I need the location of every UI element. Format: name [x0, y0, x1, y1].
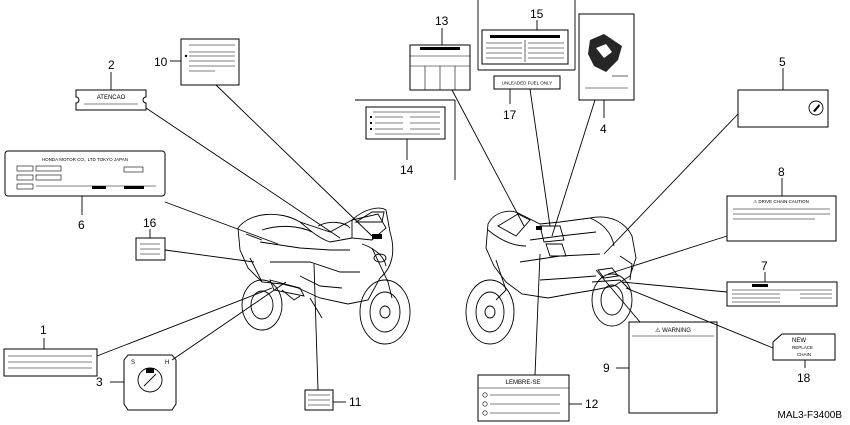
- callout-15: 15: [530, 7, 544, 21]
- h-letter: H: [165, 360, 169, 366]
- chain-text: CHAIN: [797, 352, 811, 357]
- callout-4: 4: [600, 122, 607, 136]
- leader-lines: [43, 20, 806, 405]
- part-6-honda-plate[interactable]: HONDA MOTOR CO., LTD TOKYO JAPAN: [4, 150, 166, 197]
- callout-14: 14: [400, 163, 414, 177]
- warning-text: ⚠ WARNING: [655, 327, 691, 334]
- callout-2: 2: [108, 58, 115, 72]
- callout-8: 8: [778, 165, 785, 179]
- callout-12: 12: [585, 397, 599, 411]
- part-11-small-label[interactable]: [304, 389, 334, 411]
- callout-18: 18: [797, 371, 811, 385]
- honda-plate-text: HONDA MOTOR CO., LTD TOKYO JAPAN: [42, 157, 128, 162]
- part-18-replace-chain-tag[interactable]: NEW REPLACE CHAIN: [772, 333, 836, 361]
- part-15-table-label[interactable]: [481, 29, 569, 65]
- motorcycle-right-view: [465, 210, 637, 345]
- part-8-drive-chain-caution-label[interactable]: ⚠ DRIVE CHAIN CAUTION: [726, 195, 837, 242]
- part-4-illustrated-label[interactable]: [578, 13, 635, 101]
- part-7-wide-label[interactable]: [726, 281, 838, 307]
- callout-numbers: 1 2 3 4 5 6 7 8 9 10 11 12 13 14 15 16 1…: [40, 7, 811, 411]
- part-12-lembre-se-label[interactable]: LEMBRE-SE: [477, 374, 570, 422]
- section-dividers: [355, 0, 576, 180]
- atencao-text: ATENCAO: [97, 95, 126, 101]
- motorcycle-left-view: [237, 207, 411, 345]
- s-letter: S: [131, 360, 135, 366]
- callout-1: 1: [40, 323, 47, 337]
- part-10-label[interactable]: [180, 38, 240, 86]
- callout-9: 9: [603, 361, 610, 375]
- part-9-warning-label[interactable]: ⚠ WARNING: [628, 321, 718, 414]
- part-13-grid-label[interactable]: [409, 44, 471, 91]
- part-14-list-label[interactable]: [365, 106, 446, 140]
- drive-chain-caution-text: ⚠ DRIVE CHAIN CAUTION: [753, 199, 809, 204]
- unleaded-text: UNLEADED FUEL ONLY: [502, 81, 552, 86]
- lembre-se-text: LEMBRE-SE: [506, 380, 541, 386]
- part-1-label[interactable]: [3, 348, 98, 377]
- part-16-small-label[interactable]: [135, 237, 166, 261]
- callout-11: 11: [349, 395, 362, 409]
- callout-10: 10: [154, 55, 168, 69]
- part-2-atencao-label[interactable]: ATENCAO: [75, 89, 147, 111]
- callout-5: 5: [779, 55, 786, 69]
- callout-17: 17: [503, 108, 517, 122]
- replace-text: REPLACE: [792, 345, 813, 350]
- part-5-emblem-label[interactable]: [737, 89, 829, 128]
- diagram-code: MAL3-F3400B: [778, 410, 843, 421]
- callout-7: 7: [761, 259, 768, 273]
- part-3-dial-label[interactable]: S H: [123, 354, 177, 411]
- callout-13: 13: [435, 14, 449, 28]
- callout-6: 6: [78, 218, 85, 232]
- callout-16: 16: [143, 216, 157, 230]
- callout-3: 3: [96, 375, 103, 389]
- part-17-unleaded-fuel-label[interactable]: UNLEADED FUEL ONLY: [493, 75, 561, 90]
- new-text: NEW: [792, 338, 806, 344]
